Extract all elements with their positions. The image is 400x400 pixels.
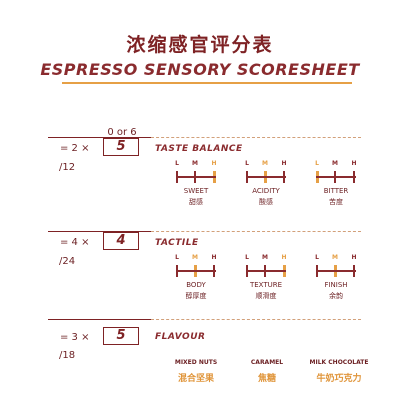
score-denominator: /18 [59, 350, 76, 361]
flavour-note-caramel: CARAMEL 焦糖 [232, 359, 302, 384]
section-divider [48, 137, 151, 138]
multiplier-label: = 3 × [60, 332, 90, 343]
flavour-label-cn: 牛奶巧克力 [316, 374, 362, 384]
scale-label-cn: 余韵 [329, 292, 343, 300]
scale-label-en: SWEET [183, 187, 209, 195]
scale-line [176, 176, 216, 178]
scale-label-cn: 酸感 [259, 198, 273, 206]
score-denominator: /24 [59, 256, 76, 267]
scale-line [316, 176, 356, 178]
intensity-bar[interactable] [246, 265, 286, 277]
multiplier-label: = 4 × [60, 237, 90, 248]
scale-label-en: BITTER [323, 187, 349, 195]
scale-label-en: ACIDITY [252, 187, 280, 195]
scale-label-cn: 顺滑度 [255, 292, 277, 300]
flavour-label-en: MIXED NUTS [174, 359, 218, 366]
score-denominator: /12 [59, 162, 76, 173]
intensity-bar[interactable] [176, 265, 216, 277]
scale-line [246, 270, 286, 272]
scale-label-cn: 苦度 [329, 198, 343, 206]
section-divider [48, 231, 151, 232]
flavour-label-cn: 焦糖 [257, 374, 276, 384]
section-divider-dashed [151, 231, 361, 232]
scale-label-cn: 甜感 [189, 198, 203, 206]
scale-line [316, 270, 356, 272]
category-label: FLAVOUR [155, 332, 206, 342]
flavour-label-cn: 混合坚果 [177, 374, 214, 384]
flavour-note-mixed-nuts: MIXED NUTS 混合坚果 [161, 359, 231, 384]
category-label: TACTILE [155, 238, 199, 248]
scale-label-en: BODY [186, 281, 206, 289]
scale-label-cn: 醇厚度 [185, 292, 207, 300]
scale-label-en: TEXTURE [249, 281, 283, 289]
intensity-bar[interactable] [316, 171, 356, 183]
score-box[interactable]: 5 [103, 138, 139, 156]
score-column-label: 0 or 6 [107, 127, 137, 138]
scale-label-en: FINISH [324, 281, 348, 289]
score-box[interactable]: 5 [103, 327, 139, 345]
intensity-bar[interactable] [176, 171, 216, 183]
flavour-label-en: MILK CHOCOLATE [309, 359, 369, 366]
page-title-chinese: 浓缩感官评分表 [126, 34, 274, 56]
scale-line [246, 176, 286, 178]
section-divider-dashed [151, 319, 361, 320]
flavour-note-milk-chocolate: MILK CHOCOLATE 牛奶巧克力 [304, 359, 374, 384]
title-underline [62, 82, 352, 84]
page-title-english: ESPRESSO SENSORY SCORESHEET [40, 60, 360, 79]
score-box[interactable]: 4 [103, 232, 139, 250]
section-divider [48, 319, 151, 320]
section-divider-dashed [151, 137, 361, 138]
intensity-bar[interactable] [316, 265, 356, 277]
multiplier-label: = 2 × [60, 143, 90, 154]
flavour-label-en: CARAMEL [250, 359, 284, 366]
category-label: TASTE BALANCE [155, 144, 243, 154]
intensity-bar[interactable] [246, 171, 286, 183]
scale-line [176, 270, 216, 272]
